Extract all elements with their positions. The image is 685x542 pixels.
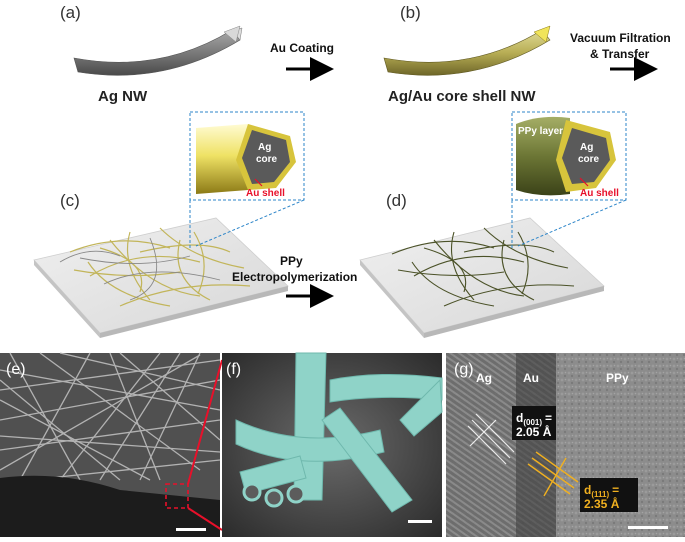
ppy-network-sheet: [359, 217, 605, 338]
panel-label-c: (c): [60, 191, 80, 210]
d111-value: 2.35 Å: [584, 496, 620, 511]
ag-au-nanowire: [383, 25, 551, 76]
ppy-layer-label: PPy layer: [518, 126, 563, 137]
ag-core-label-c: Ag: [258, 142, 271, 153]
au-coating-label: Au Coating: [270, 41, 334, 55]
ag-nw-caption: Ag NW: [98, 88, 148, 105]
panel-label-a: (a): [60, 3, 81, 22]
ppy-cross-section: [516, 116, 616, 196]
au-network-sheet: [33, 217, 289, 338]
inset-leader-c2: [195, 199, 305, 247]
ag-nanowire: [73, 25, 243, 76]
panel-label-f: (f): [226, 361, 241, 378]
au-shell-label-c: Au shell: [246, 188, 285, 199]
inset-box-c: [189, 111, 305, 201]
inset-box-d: [511, 111, 627, 201]
transfer-label: & Transfer: [590, 47, 650, 61]
au-shell-pointer-d: [579, 177, 589, 187]
panel-label-d: (d): [386, 191, 407, 210]
electropolymerization-label: Electropolymerization: [232, 270, 357, 284]
ag-core-label-d2: core: [578, 154, 600, 165]
ag-core-label-c2: core: [256, 154, 278, 165]
au-shell-pointer-c: [254, 178, 263, 187]
sem-image-f: [222, 352, 443, 537]
tem-image-g: [446, 353, 685, 537]
vacuum-filtration-label: Vacuum Filtration: [570, 31, 671, 45]
panel-label-g: (g): [454, 361, 474, 378]
panel-label-e: (e): [6, 361, 26, 378]
panel-label-b: (b): [400, 3, 421, 22]
au-shell-label-d: Au shell: [580, 188, 619, 199]
ag-core-label-d: Ag: [580, 142, 593, 153]
d001-value: 2.05 Å: [516, 424, 552, 439]
tem-ppy-label: PPy: [606, 371, 629, 385]
tem-ag-label: Ag: [476, 371, 492, 385]
d111-label: d(111)=: [584, 483, 619, 499]
ppy-label: PPy: [280, 254, 303, 268]
tem-au-label: Au: [523, 371, 539, 385]
ag-au-caption: Ag/Au core shell NW: [388, 88, 536, 105]
inset-leader-d2: [517, 199, 627, 247]
d001-label: d(001)=: [516, 411, 552, 427]
sem-image-e: [0, 352, 223, 537]
ag-au-cross-section: [196, 124, 296, 194]
